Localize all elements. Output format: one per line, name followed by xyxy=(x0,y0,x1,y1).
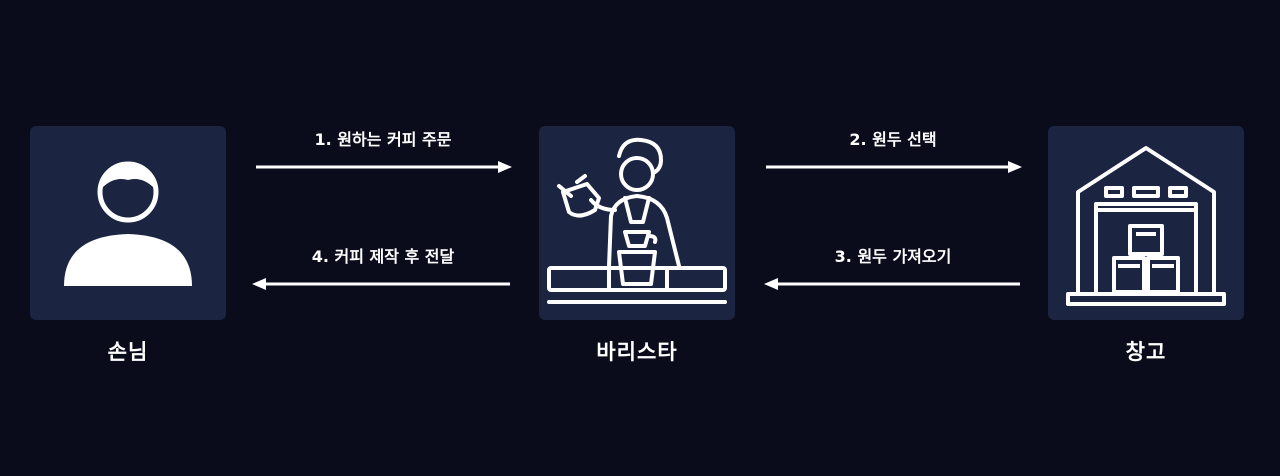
warehouse-icon xyxy=(1066,146,1226,306)
arrow-left-step-4 xyxy=(252,278,510,290)
barista-card xyxy=(539,126,735,320)
barista-icon xyxy=(547,137,727,304)
arrow-right-step-2 xyxy=(766,161,1022,173)
arrow-right-step-1 xyxy=(256,161,512,173)
customer-label: 손님 xyxy=(107,340,149,364)
warehouse-label: 창고 xyxy=(1125,340,1167,364)
step-1-label: 1. 원하는 커피 주문 xyxy=(314,130,452,149)
step-2-label: 2. 원두 선택 xyxy=(849,130,937,149)
step-3-label: 3. 원두 가져오기 xyxy=(834,247,952,266)
customer-card xyxy=(30,126,226,320)
warehouse-card xyxy=(1048,126,1244,320)
person-icon xyxy=(64,161,192,286)
barista-label: 바리스타 xyxy=(596,340,678,364)
arrow-left-step-3 xyxy=(764,278,1020,290)
step-4-label: 4. 커피 제작 후 전달 xyxy=(311,247,455,266)
